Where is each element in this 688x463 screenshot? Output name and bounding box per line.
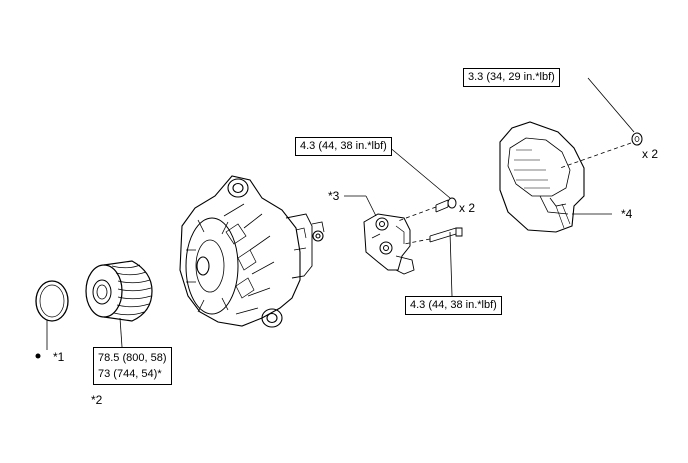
part-label-cap: *1	[53, 350, 65, 364]
voltage-regulator	[344, 195, 415, 275]
part-label-regulator: *3	[328, 189, 340, 203]
rear-end-cover	[499, 121, 612, 233]
upper-bolt-torque-callout: 4.3 (44, 38 in.*lbf)	[295, 137, 392, 156]
apply-grease-dot	[35, 353, 41, 359]
bolt-quantity: x 2	[459, 201, 476, 215]
pulley-torque-line-2: 73 (744, 54)*	[98, 368, 162, 380]
lower-bolt-torque-text: 4.3 (44, 38 in.*lbf)	[410, 299, 497, 311]
upper-bolt-torque-text: 4.3 (44, 38 in.*lbf)	[300, 140, 387, 152]
regulator-bolt-upper	[387, 145, 457, 222]
regulator-bolt-lower	[403, 227, 463, 297]
pulley-torque-callout: 78.5 (800, 58) 73 (744, 54)*	[93, 347, 172, 385]
part-label-cover: *4	[621, 207, 633, 221]
alternator-body	[179, 175, 325, 328]
part-label-pulley: *2	[91, 393, 103, 407]
pulley-cap	[35, 280, 69, 350]
nut-torque-callout: 3.3 (34, 29 in.*lbf)	[463, 68, 560, 87]
nut-torque-text: 3.3 (34, 29 in.*lbf)	[468, 71, 555, 83]
pulley-torque-line-1: 78.5 (800, 58)	[98, 352, 167, 364]
lower-bolt-torque-callout: 4.3 (44, 38 in.*lbf)	[405, 296, 502, 315]
nut-quantity: x 2	[642, 147, 659, 161]
alternator-pulley	[85, 260, 153, 348]
cover-nut	[559, 77, 643, 169]
